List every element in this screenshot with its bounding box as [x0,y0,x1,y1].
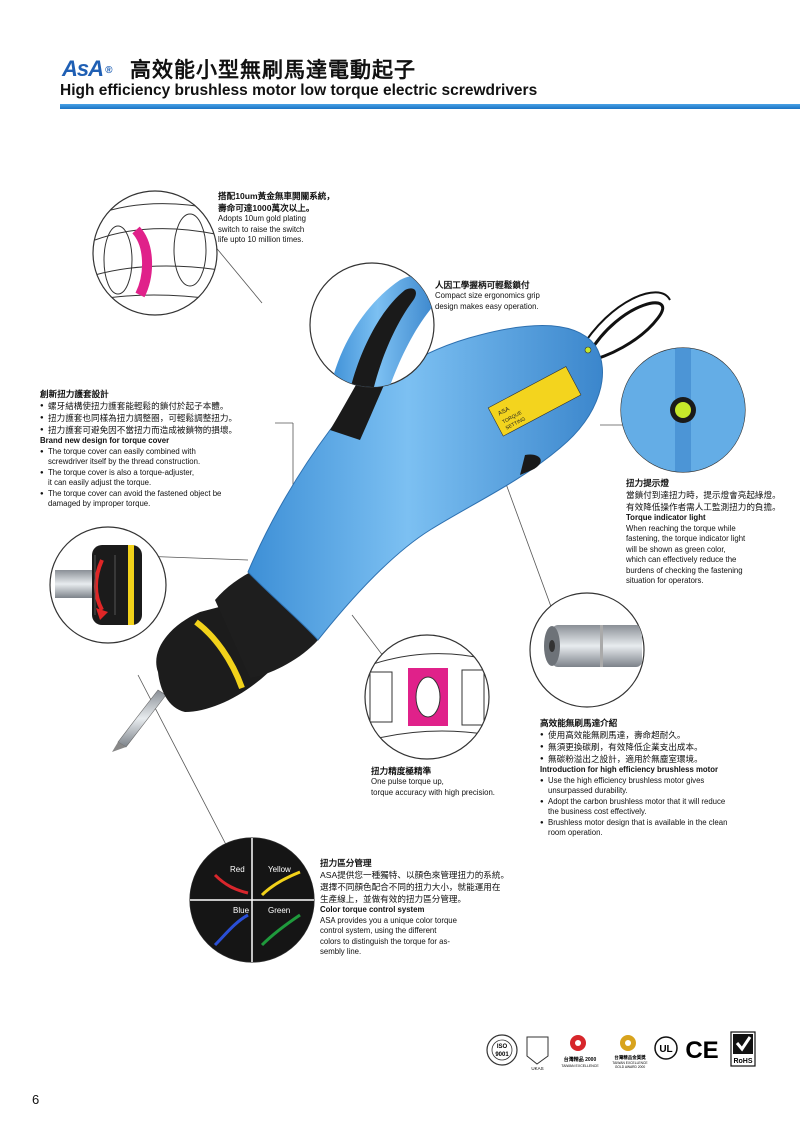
svg-text:台灣精品金質獎: 台灣精品金質獎 [614,1054,646,1061]
indicator-callout: 扭力提示燈 當鎖付到達扭力時，提示燈會亮起綠燈。 有效降低操作者需人工監測扭力的… [626,478,781,585]
grip-detail-circle [309,262,435,388]
gold-award-icon: 台灣精品金質獎 TAIWAN EXCELLENCE GOLD AWARD 200… [612,1035,648,1069]
torque-cover-detail-circle [49,526,167,644]
motor-callout: 高效能無刷馬達介紹 使用高效能無刷馬達，壽命超耐久。 無須更換碳刷，有效降低企業… [540,717,740,839]
ukas-icon: UKAS [526,1036,549,1071]
iso-icon: ISO 9001 [486,1034,518,1066]
indicator-detail-circle [620,347,746,473]
rohs-icon: RoHS [730,1031,756,1067]
page-number: 6 [32,1092,40,1107]
page-title-cn: 高效能小型無刷馬達電動起子 [130,59,416,82]
svg-text:UKAS: UKAS [531,1066,543,1071]
swatch-label-red: Red [230,865,245,874]
brand-logo: AsA® [62,56,112,81]
screwdriver-body: ASA TORQUE SETTING [112,296,603,752]
svg-text:9001: 9001 [495,1052,509,1058]
page-title-en: High efficiency brushless motor low torq… [60,82,538,99]
switch-detail-circle [92,190,218,316]
ul-icon: UL [654,1036,678,1060]
motor-detail-circle [529,592,645,708]
header-rule [60,104,800,109]
accuracy-detail-circle [364,634,490,760]
svg-text:GOLD AWARD 2000: GOLD AWARD 2000 [615,1065,646,1069]
svg-text:TAIWAN EXCELLENCE: TAIWAN EXCELLENCE [612,1061,648,1065]
switch-callout: 搭配10um黃金無車開關系統， 壽命可達1000萬次以上。 Adopts 10u… [218,191,335,244]
svg-text:台灣精品 2000: 台灣精品 2000 [564,1056,597,1063]
color-control-callout: 扭力區分管理 ASA提供您一種獨特、以顏色來管理扭力的系統。 選擇不同顏色配合不… [320,858,510,956]
svg-text:CE: CE [685,1037,718,1064]
swatch-label-blue: Blue [233,906,250,915]
svg-text:RoHS: RoHS [733,1058,752,1065]
swatch-label-yellow: Yellow [268,865,291,874]
taiwan-excellence-icon: 台灣精品 2000 TAIWAN EXCELLENCE [561,1035,599,1068]
svg-text:ISO: ISO [497,1044,508,1050]
ce-icon: CE [685,1037,718,1064]
accuracy-callout: 扭力精度極精準 One pulse torque up, torque accu… [371,766,495,797]
color-swatch-circle: Red Yellow Blue Green [189,837,315,963]
label-brand: ASA [497,406,510,417]
certification-logos: ISO 9001 UKAS 台灣精品 2000 TAIWAN EXCELLENC… [486,1031,756,1071]
swatch-label-green: Green [268,906,290,915]
torque-cover-callout: 創新扭力護套設計 螺牙結構使扭力護套能輕鬆的鎖付於起子本體。 扭力護套也同樣為扭… [40,388,280,510]
svg-text:TAIWAN EXCELLENCE: TAIWAN EXCELLENCE [561,1064,599,1068]
grip-callout: 人因工學握柄可輕鬆鎖付 Compact size ergonomics grip… [435,280,540,311]
svg-text:UL: UL [659,1044,672,1055]
